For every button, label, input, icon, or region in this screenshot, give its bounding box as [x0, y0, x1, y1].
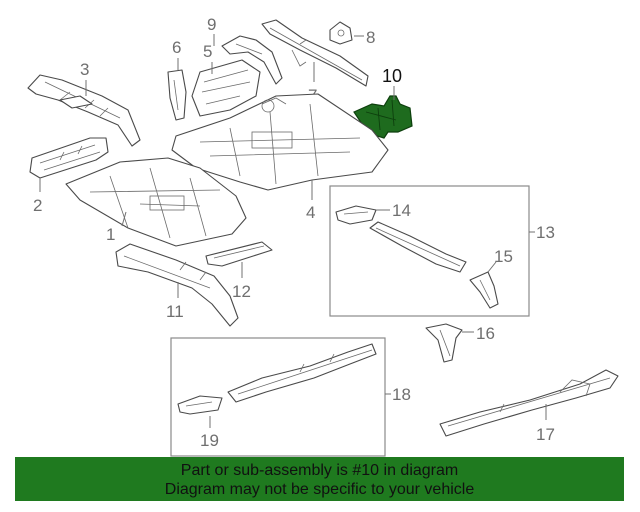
callout-3: 3 [80, 60, 89, 79]
callout-9: 9 [207, 15, 216, 34]
callout-13: 13 [536, 223, 555, 242]
callout-1: 1 [106, 225, 115, 244]
callout-17: 17 [536, 425, 555, 444]
banner-line-1: Part or sub-assembly is #10 in diagram [180, 462, 459, 479]
part-3-rail[interactable] [27, 74, 141, 147]
part-13-crossmember[interactable] [369, 221, 467, 273]
part-1-floor-pan[interactable] [65, 157, 247, 247]
part-8-clip[interactable] [329, 21, 353, 45]
part-12-reinforcement[interactable] [205, 241, 273, 267]
callout-5: 5 [203, 42, 212, 61]
part-9-bracket[interactable] [221, 35, 283, 85]
callout-8: 8 [366, 28, 375, 47]
callout-11: 11 [166, 302, 184, 321]
callout-10: 10 [382, 66, 402, 86]
part-6-bracket[interactable] [167, 69, 187, 121]
part-18-rail[interactable] [227, 343, 377, 403]
banner-line-2: Diagram may not be specific to your vehi… [164, 481, 475, 498]
callout-19: 19 [200, 431, 219, 450]
callout-14: 14 [392, 201, 411, 220]
callout-2: 2 [33, 196, 42, 215]
group-box-18 [170, 337, 386, 457]
part-19-bracket[interactable] [177, 395, 223, 415]
part-17-rail[interactable] [439, 369, 619, 437]
part-2-member[interactable] [29, 137, 109, 179]
callout-16: 16 [476, 324, 495, 343]
callout-18: 18 [392, 385, 411, 404]
callout-4: 4 [306, 203, 315, 222]
part-11-rail[interactable] [115, 243, 239, 327]
callout-12: 12 [232, 282, 251, 301]
part-15-bracket[interactable] [469, 271, 499, 309]
leader-15 [487, 261, 497, 273]
callout-6: 6 [172, 38, 181, 57]
part-info-banner: Part or sub-assembly is #10 in diagram D… [15, 457, 624, 501]
callout-15: 15 [494, 247, 513, 266]
part-7-crossmember[interactable] [261, 19, 369, 87]
group-box-13 [329, 185, 530, 317]
part-5-panel[interactable] [191, 59, 261, 117]
leader-1 [121, 211, 127, 227]
part-14-bracket[interactable] [335, 205, 377, 225]
part-16-bracket[interactable] [425, 323, 463, 363]
